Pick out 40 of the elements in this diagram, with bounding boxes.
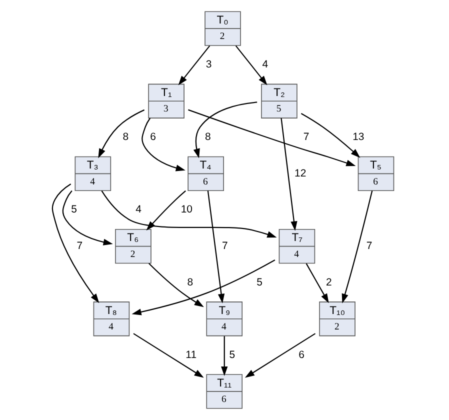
edge-label: 12 <box>294 168 306 180</box>
arrow <box>131 260 275 316</box>
arrow <box>178 45 210 86</box>
edge-label: 5 <box>228 350 235 361</box>
edge-label: 8 <box>122 132 128 144</box>
edge-label: 5 <box>256 277 262 288</box>
edge-label: 4 <box>135 204 141 216</box>
arrow <box>141 118 185 172</box>
arrow <box>192 102 257 158</box>
arrow <box>280 118 297 231</box>
arrow <box>244 333 316 378</box>
arrow <box>146 190 186 231</box>
edge-label: 3 <box>205 60 212 71</box>
edge-label: 11 <box>185 350 196 361</box>
edge-label: 7 <box>221 241 228 252</box>
arrow <box>188 109 356 166</box>
edge-label: 7 <box>366 241 372 252</box>
edge-label: 6 <box>298 350 304 361</box>
edge-label: 7 <box>76 241 82 252</box>
arrow <box>300 112 360 158</box>
arrow <box>305 263 328 304</box>
arrow <box>98 109 144 158</box>
arrow <box>148 262 204 308</box>
arrow <box>206 190 224 304</box>
edge-label: 7 <box>302 132 309 144</box>
edge-label: 2 <box>325 277 332 288</box>
arrow <box>341 190 372 304</box>
edge-label: 10 <box>180 204 192 216</box>
edge-label: 13 <box>352 132 364 144</box>
arrow <box>234 45 267 86</box>
edge-label: 8 <box>204 132 210 144</box>
edge-label: 4 <box>262 60 268 71</box>
edge-label: 8 <box>186 277 193 288</box>
edge-label: 6 <box>150 132 156 144</box>
edge-label: 5 <box>70 204 76 216</box>
arrow <box>100 190 276 238</box>
arrow <box>51 184 99 304</box>
arrow <box>132 333 204 378</box>
arrow <box>220 336 228 376</box>
arrow <box>62 190 112 246</box>
